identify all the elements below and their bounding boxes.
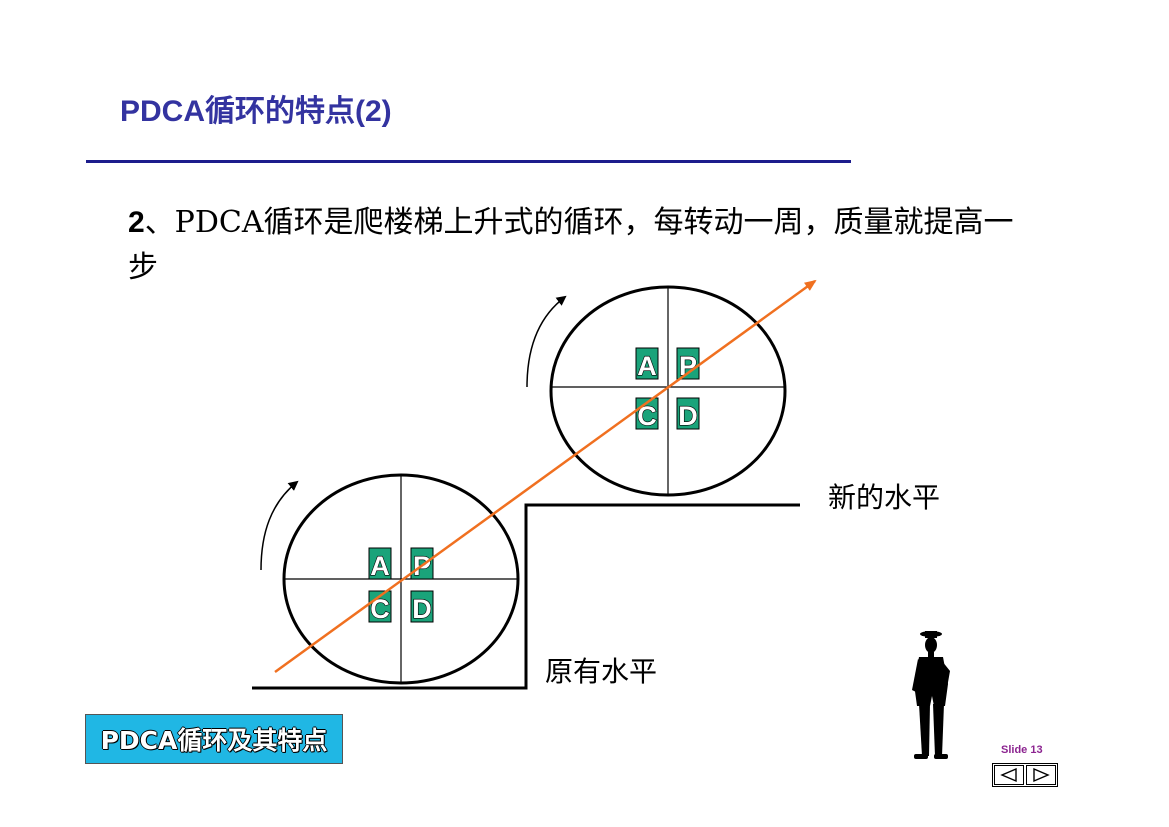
point-text: 2、PDCA循环是爬楼梯上升式的循环，每转动一周，质量就提高一步 <box>128 200 1038 290</box>
new-level-label: 新的水平 <box>828 481 940 514</box>
pdca-wheel-upper: A P C D <box>549 285 787 497</box>
svg-text:C: C <box>637 401 657 431</box>
pdca-wheel-lower: A P C D <box>282 473 520 685</box>
previous-slide-button[interactable] <box>994 765 1024 785</box>
title-divider <box>86 160 851 163</box>
triangle-left-icon <box>1000 767 1017 783</box>
rotation-arrow-lower <box>260 480 299 571</box>
topic-link-button[interactable]: PDCA循环及其特点 <box>85 714 343 764</box>
svg-text:P: P <box>679 351 697 381</box>
rotation-arrow-upper <box>526 295 567 388</box>
quadrant-d: D <box>676 397 700 432</box>
quadrant-a: A <box>368 547 392 582</box>
svg-text:D: D <box>412 594 432 624</box>
quadrant-a: A <box>635 347 659 382</box>
slide-number: Slide 13 <box>1001 744 1043 756</box>
man-silhouette-icon <box>912 631 950 759</box>
triangle-right-icon <box>1033 767 1050 783</box>
quadrant-d: D <box>410 590 434 625</box>
slide-title: PDCA循环的特点(2) <box>120 95 392 128</box>
svg-text:A: A <box>637 351 657 381</box>
svg-text:D: D <box>678 401 698 431</box>
svg-text:A: A <box>370 551 390 581</box>
original-level-label: 原有水平 <box>545 655 657 688</box>
point-body: 、PDCA循环是爬楼梯上升式的循环，每转动一周，质量就提高一步 <box>128 205 1014 285</box>
next-slide-button[interactable] <box>1026 765 1056 785</box>
quadrant-p: P <box>676 347 700 382</box>
point-number: 2 <box>128 206 145 239</box>
rising-quality-arrow <box>274 279 817 674</box>
level-staircase-line <box>252 503 800 690</box>
slide-navigation <box>992 763 1058 787</box>
quadrant-p: P <box>410 547 434 582</box>
svg-text:C: C <box>370 594 390 624</box>
